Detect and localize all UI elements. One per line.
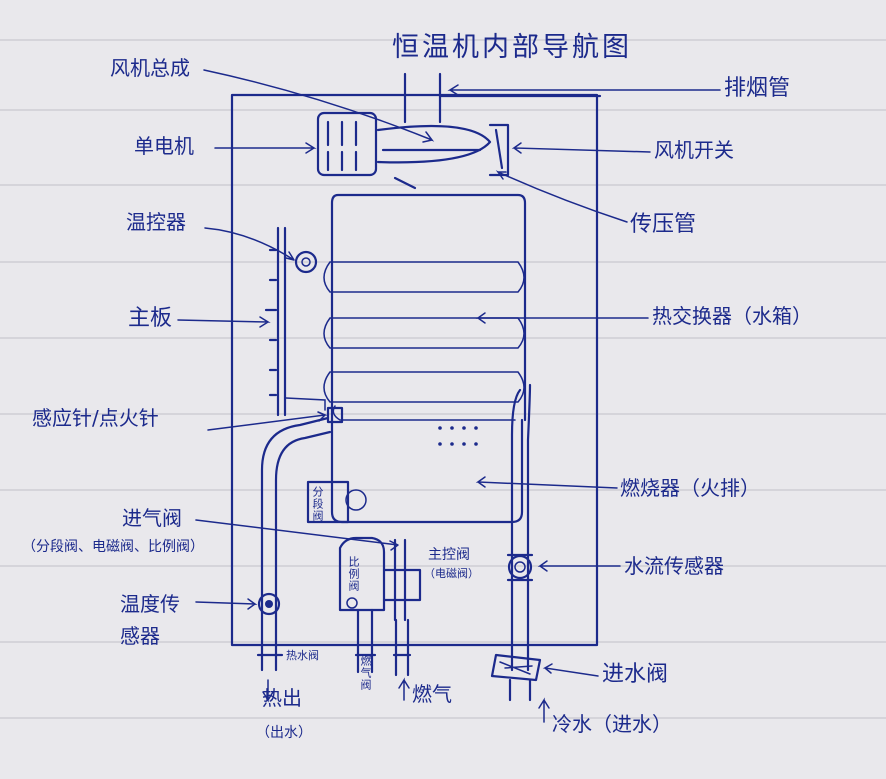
leader-lines xyxy=(177,69,721,723)
hot-water-pipe-drawing xyxy=(257,416,332,672)
background-ruling xyxy=(0,39,886,719)
fan-housing-drawing xyxy=(376,124,492,190)
label-proportional-valve: 比例阀 xyxy=(347,556,360,592)
diagram-title: 恒温机内部导航图 xyxy=(392,32,632,63)
label-fan-assembly: 风机总成 xyxy=(110,56,190,80)
gas-valve-assembly-drawing xyxy=(338,536,422,677)
label-gas-in: 燃气 xyxy=(412,682,452,706)
segment-valve-drawing xyxy=(306,480,367,524)
cold-water-pipe-drawing xyxy=(506,383,534,672)
label-pressure-tube: 传压管 xyxy=(630,212,697,237)
label-hot-water-out: 热出 xyxy=(262,686,302,710)
label-hot-water-out-sub: （出水） xyxy=(256,725,312,741)
fan-motor-drawing xyxy=(316,111,378,177)
label-hot-water-pipe-tag: 热水阀 xyxy=(286,649,319,662)
label-burner: 燃烧器（火排） xyxy=(620,476,760,500)
label-heat-exchanger: 热交换器（水箱） xyxy=(652,304,812,328)
label-thermostat: 温控器 xyxy=(126,210,186,234)
igniter-drawing xyxy=(326,406,344,424)
label-temp-sensor-line1: 温度传 xyxy=(120,592,180,616)
label-main-control-valve: 主控阀 xyxy=(428,547,470,563)
label-gas-inlet-valve-sub: （分段阀、电磁阀、比例阀） xyxy=(22,539,204,555)
fan-switch-drawing xyxy=(488,123,510,177)
heat-exchanger-drawing xyxy=(323,193,527,422)
label-water-inlet-valve: 进水阀 xyxy=(602,662,669,687)
label-exhaust-pipe: 排烟管 xyxy=(724,76,791,101)
thermostat-drawing xyxy=(294,250,318,274)
label-gas-pipe-tag: 燃气阀 xyxy=(359,655,372,691)
label-single-motor: 单电机 xyxy=(134,134,194,158)
water-inlet-valve-drawing xyxy=(490,653,542,702)
label-sensor-igniter: 感应针/点火针 xyxy=(32,406,159,430)
burner-drawing xyxy=(330,418,524,524)
main-board-drawing xyxy=(264,226,326,417)
casing-outline xyxy=(230,93,599,647)
label-temp-sensor-line2: 感器 xyxy=(120,624,160,648)
label-fan-switch: 风机开关 xyxy=(654,138,734,162)
label-water-flow-sensor: 水流传感器 xyxy=(624,554,724,578)
label-main-control-valve-sub: （电磁阀） xyxy=(424,567,479,580)
label-gas-inlet-valve: 进气阀 xyxy=(122,506,182,530)
label-cold-water-in: 冷水（进水） xyxy=(552,712,672,736)
label-main-board: 主板 xyxy=(128,306,173,331)
exhaust-pipe-drawing xyxy=(403,72,602,124)
label-segment-valve: 分段阀 xyxy=(311,486,324,522)
